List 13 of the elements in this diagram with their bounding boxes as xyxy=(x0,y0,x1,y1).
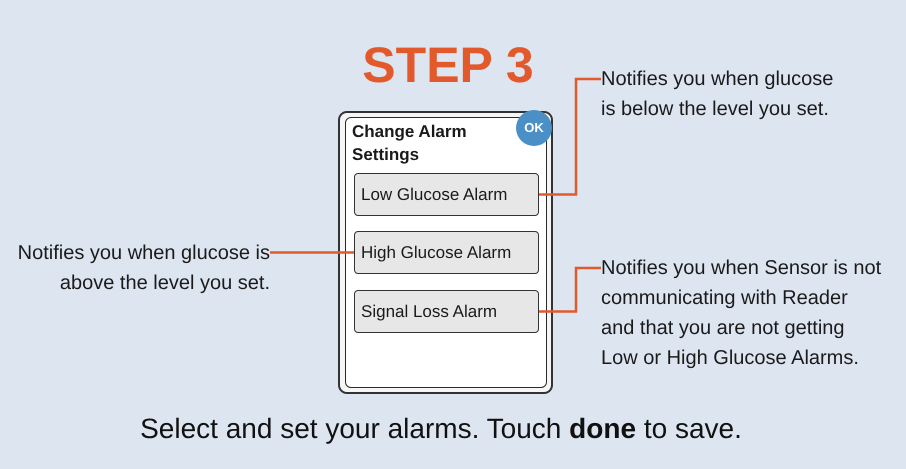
alarm-option-button: Signal Loss Alarm xyxy=(354,290,539,333)
callout-text: Notifies you when glucose is above the level you set. xyxy=(12,238,270,298)
ok-button: OK xyxy=(516,110,552,146)
callout-text: Notifies you when Sensor is not communicating with Reader and that you are not getting Low or High Glucose Alarms. xyxy=(601,253,884,373)
screen-heading: Change Alarm Settings xyxy=(352,121,468,166)
leader-line xyxy=(539,78,601,196)
callout-text: Notifies you when glucose is below the level you set. xyxy=(601,64,843,124)
alarm-option-button: High Glucose Alarm xyxy=(354,231,539,274)
step-title: STEP 3 xyxy=(362,40,534,90)
leader-line xyxy=(270,251,354,254)
caption: Select and set your alarms. Touch done to save. xyxy=(140,412,742,446)
leader-line xyxy=(539,266,601,313)
alarm-option-button: Low Glucose Alarm xyxy=(354,173,539,216)
